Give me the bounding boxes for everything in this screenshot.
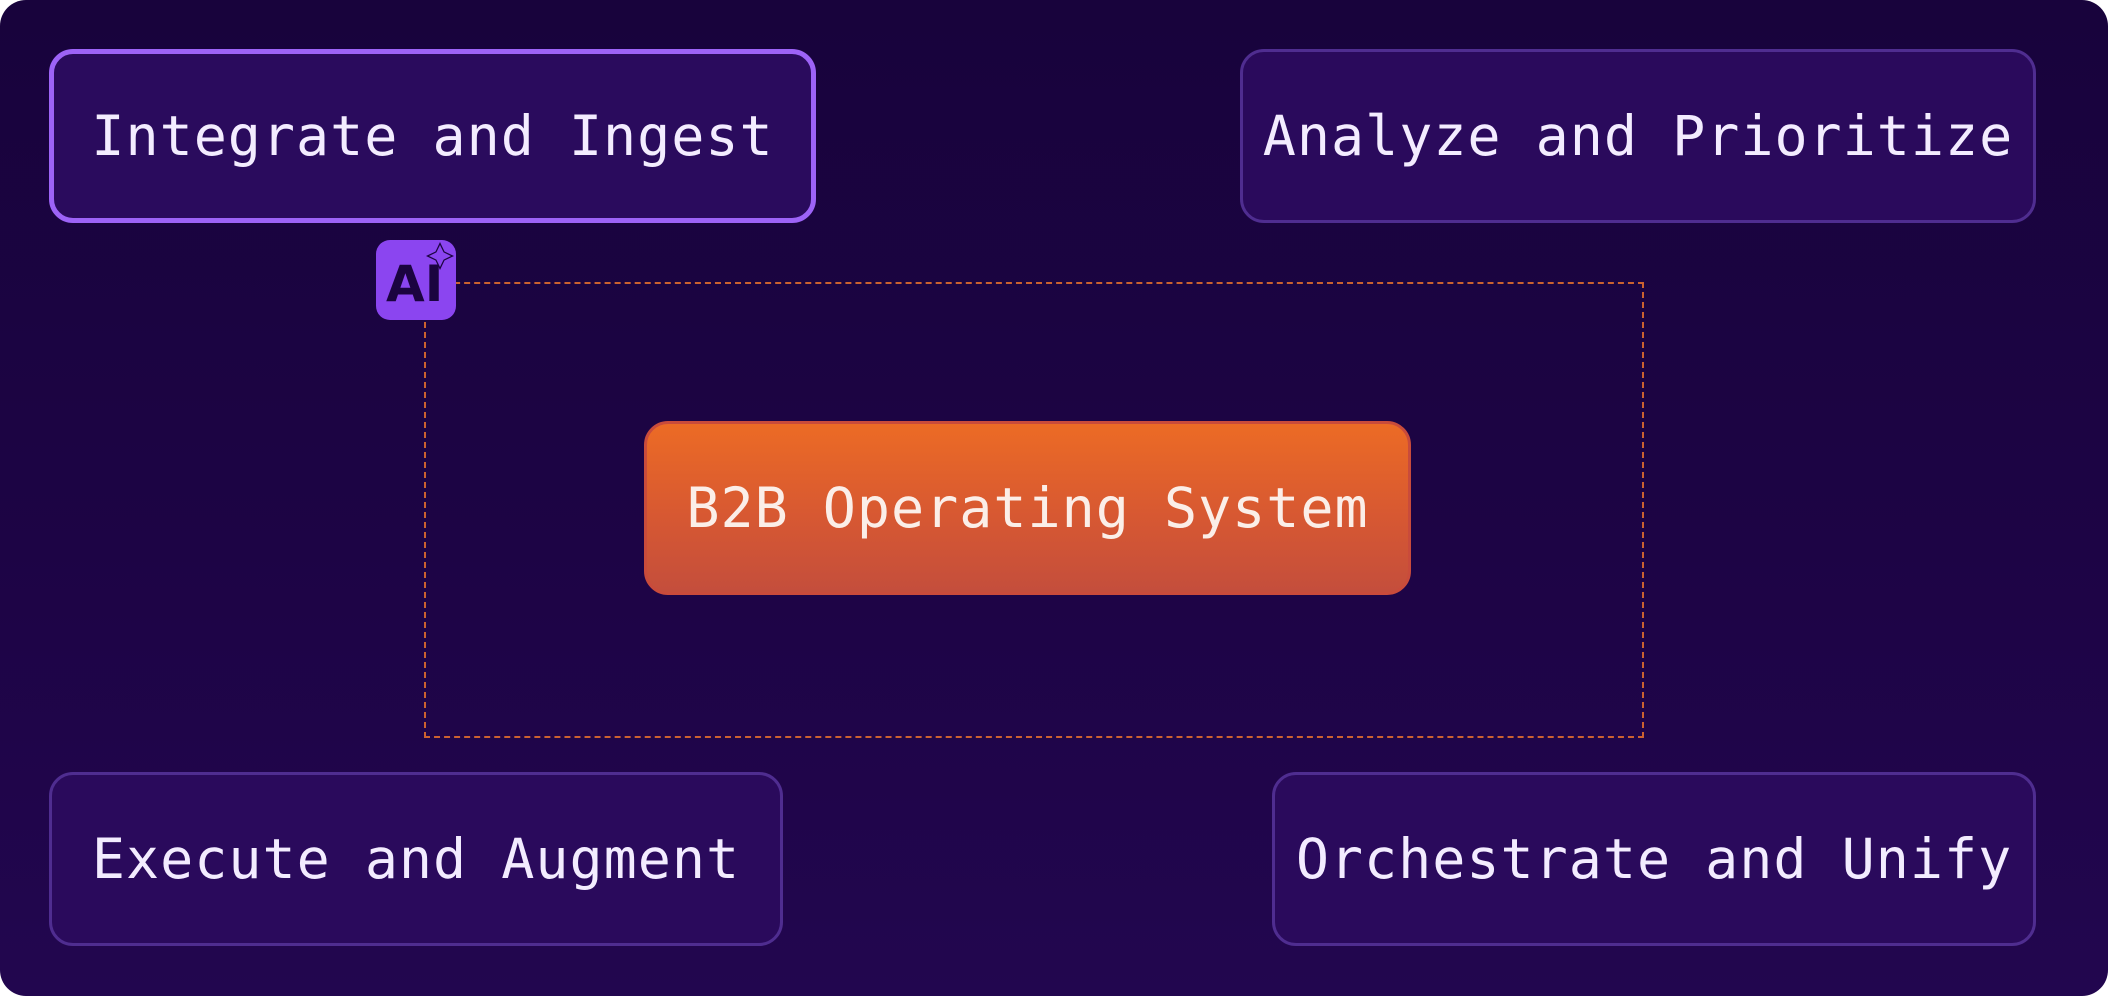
stage-label: Integrate and Ingest [91, 104, 774, 168]
ai-dashed-boundary [424, 282, 1644, 738]
stage-integrate-and-ingest: Integrate and Ingest [49, 49, 816, 223]
stage-label: Orchestrate and Unify [1295, 827, 2013, 891]
stage-label: Execute and Augment [91, 827, 741, 891]
core-label: B2B Operating System [686, 476, 1369, 540]
core-b2b-operating-system: B2B Operating System [644, 421, 1411, 595]
stage-analyze-and-prioritize: Analyze and Prioritize [1240, 49, 2036, 223]
stage-label: Analyze and Prioritize [1262, 104, 2014, 168]
ai-sparkle-icon: AI [376, 240, 456, 320]
stage-execute-and-augment: Execute and Augment [49, 772, 783, 946]
ai-badge-text: AI [386, 255, 443, 313]
stage-orchestrate-and-unify: Orchestrate and Unify [1272, 772, 2036, 946]
